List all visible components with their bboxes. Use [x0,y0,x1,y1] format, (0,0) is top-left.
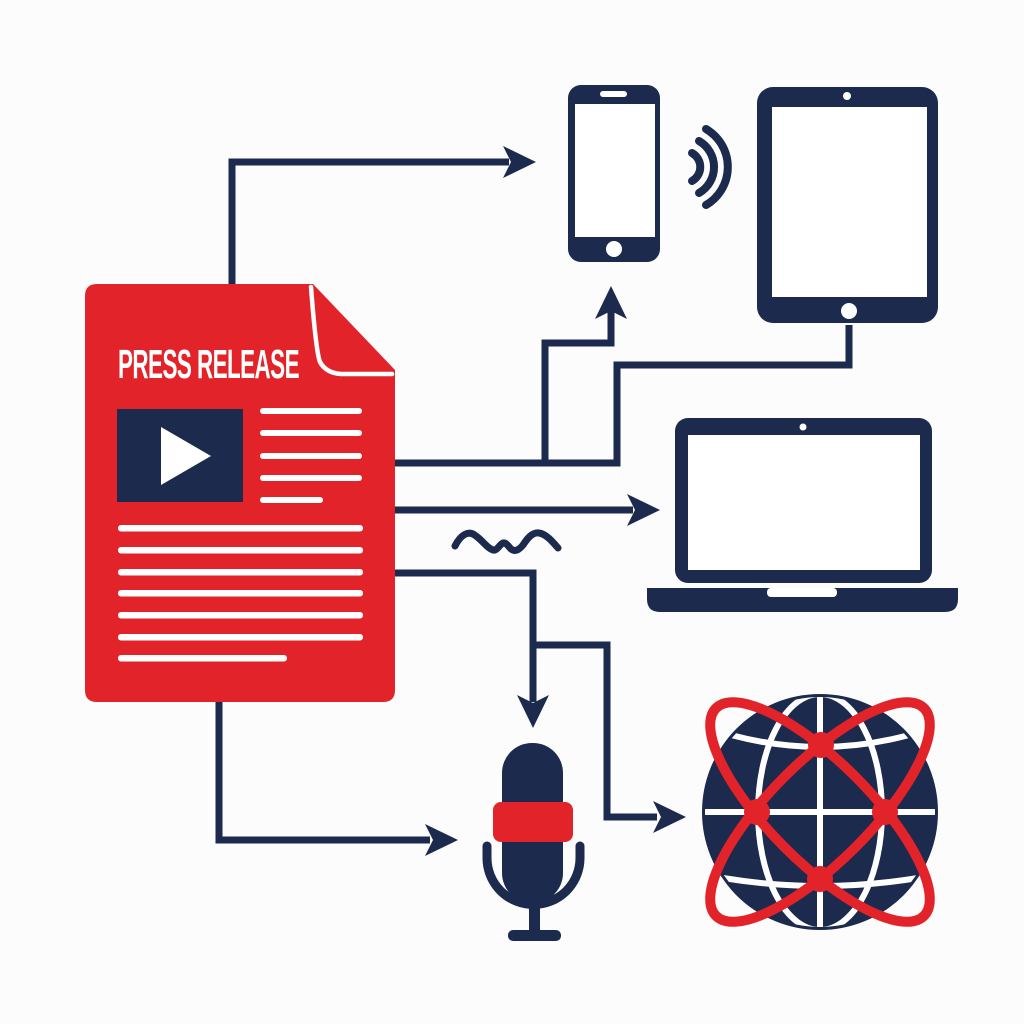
phone-home-button [606,241,622,257]
laptop-base-notch [767,588,837,597]
laptop-camera [799,423,807,431]
mic-stem [529,903,540,933]
arrowhead-mic-down [517,695,549,728]
laptop-base [647,588,958,612]
network-node-left [744,799,770,825]
tablet-icon [757,87,938,323]
arrowhead-laptop [627,494,660,526]
play-button-icon [117,409,243,502]
laptop-screen [688,435,920,570]
arrowhead-phone-up [595,286,627,319]
globe-network-icon [702,694,938,930]
tablet-camera [843,92,851,100]
text-line [260,408,362,414]
signal-waves-icon [688,125,732,209]
network-orbit-2 [705,697,935,927]
play-triangle-icon [161,427,211,485]
signal-wave-large [702,125,732,209]
network-node-right [872,799,898,825]
document-heading-lines [260,408,362,503]
squiggle-line [451,529,562,554]
arrowhead-phone-right [503,146,536,178]
text-line [118,634,363,641]
arrowhead-globe [653,801,686,833]
phone-screen [575,104,655,237]
mic-base [508,930,561,941]
network-node-top [808,732,834,758]
text-line [118,525,363,532]
mic-band [493,802,573,842]
text-line [118,655,287,662]
signal-wave-small [688,149,705,185]
smartphone-icon [568,85,660,262]
connector-branch-to-globe [533,641,657,821]
text-line [118,590,363,597]
microphone-icon [482,743,585,941]
document-title: PRESS RELEASE [118,341,299,387]
connector-branch-to-phone [541,310,615,463]
text-line [260,453,362,459]
connector-doc-to-mic-down [395,569,537,702]
phone-speaker [600,91,627,97]
tablet-screen [772,107,927,297]
laptop-icon [647,418,958,612]
tablet-home-button [841,303,857,319]
text-line [260,497,323,503]
text-line [118,547,363,554]
connector-arrows [215,146,853,856]
connector-doc-bottom-to-mic [215,702,430,844]
document-body-lines [118,525,363,662]
arrowhead-mic-right [425,824,458,856]
network-orbit-1 [705,697,935,927]
text-line [118,569,363,576]
press-release-document: PRESS RELEASE [85,284,395,702]
signal-wave-medium [695,137,719,197]
network-node-bottom [807,866,833,892]
text-line [260,475,362,481]
document-fold-crease [308,284,395,377]
connector-doc-to-phone [228,158,509,284]
text-line [118,612,363,619]
text-line [260,430,362,436]
